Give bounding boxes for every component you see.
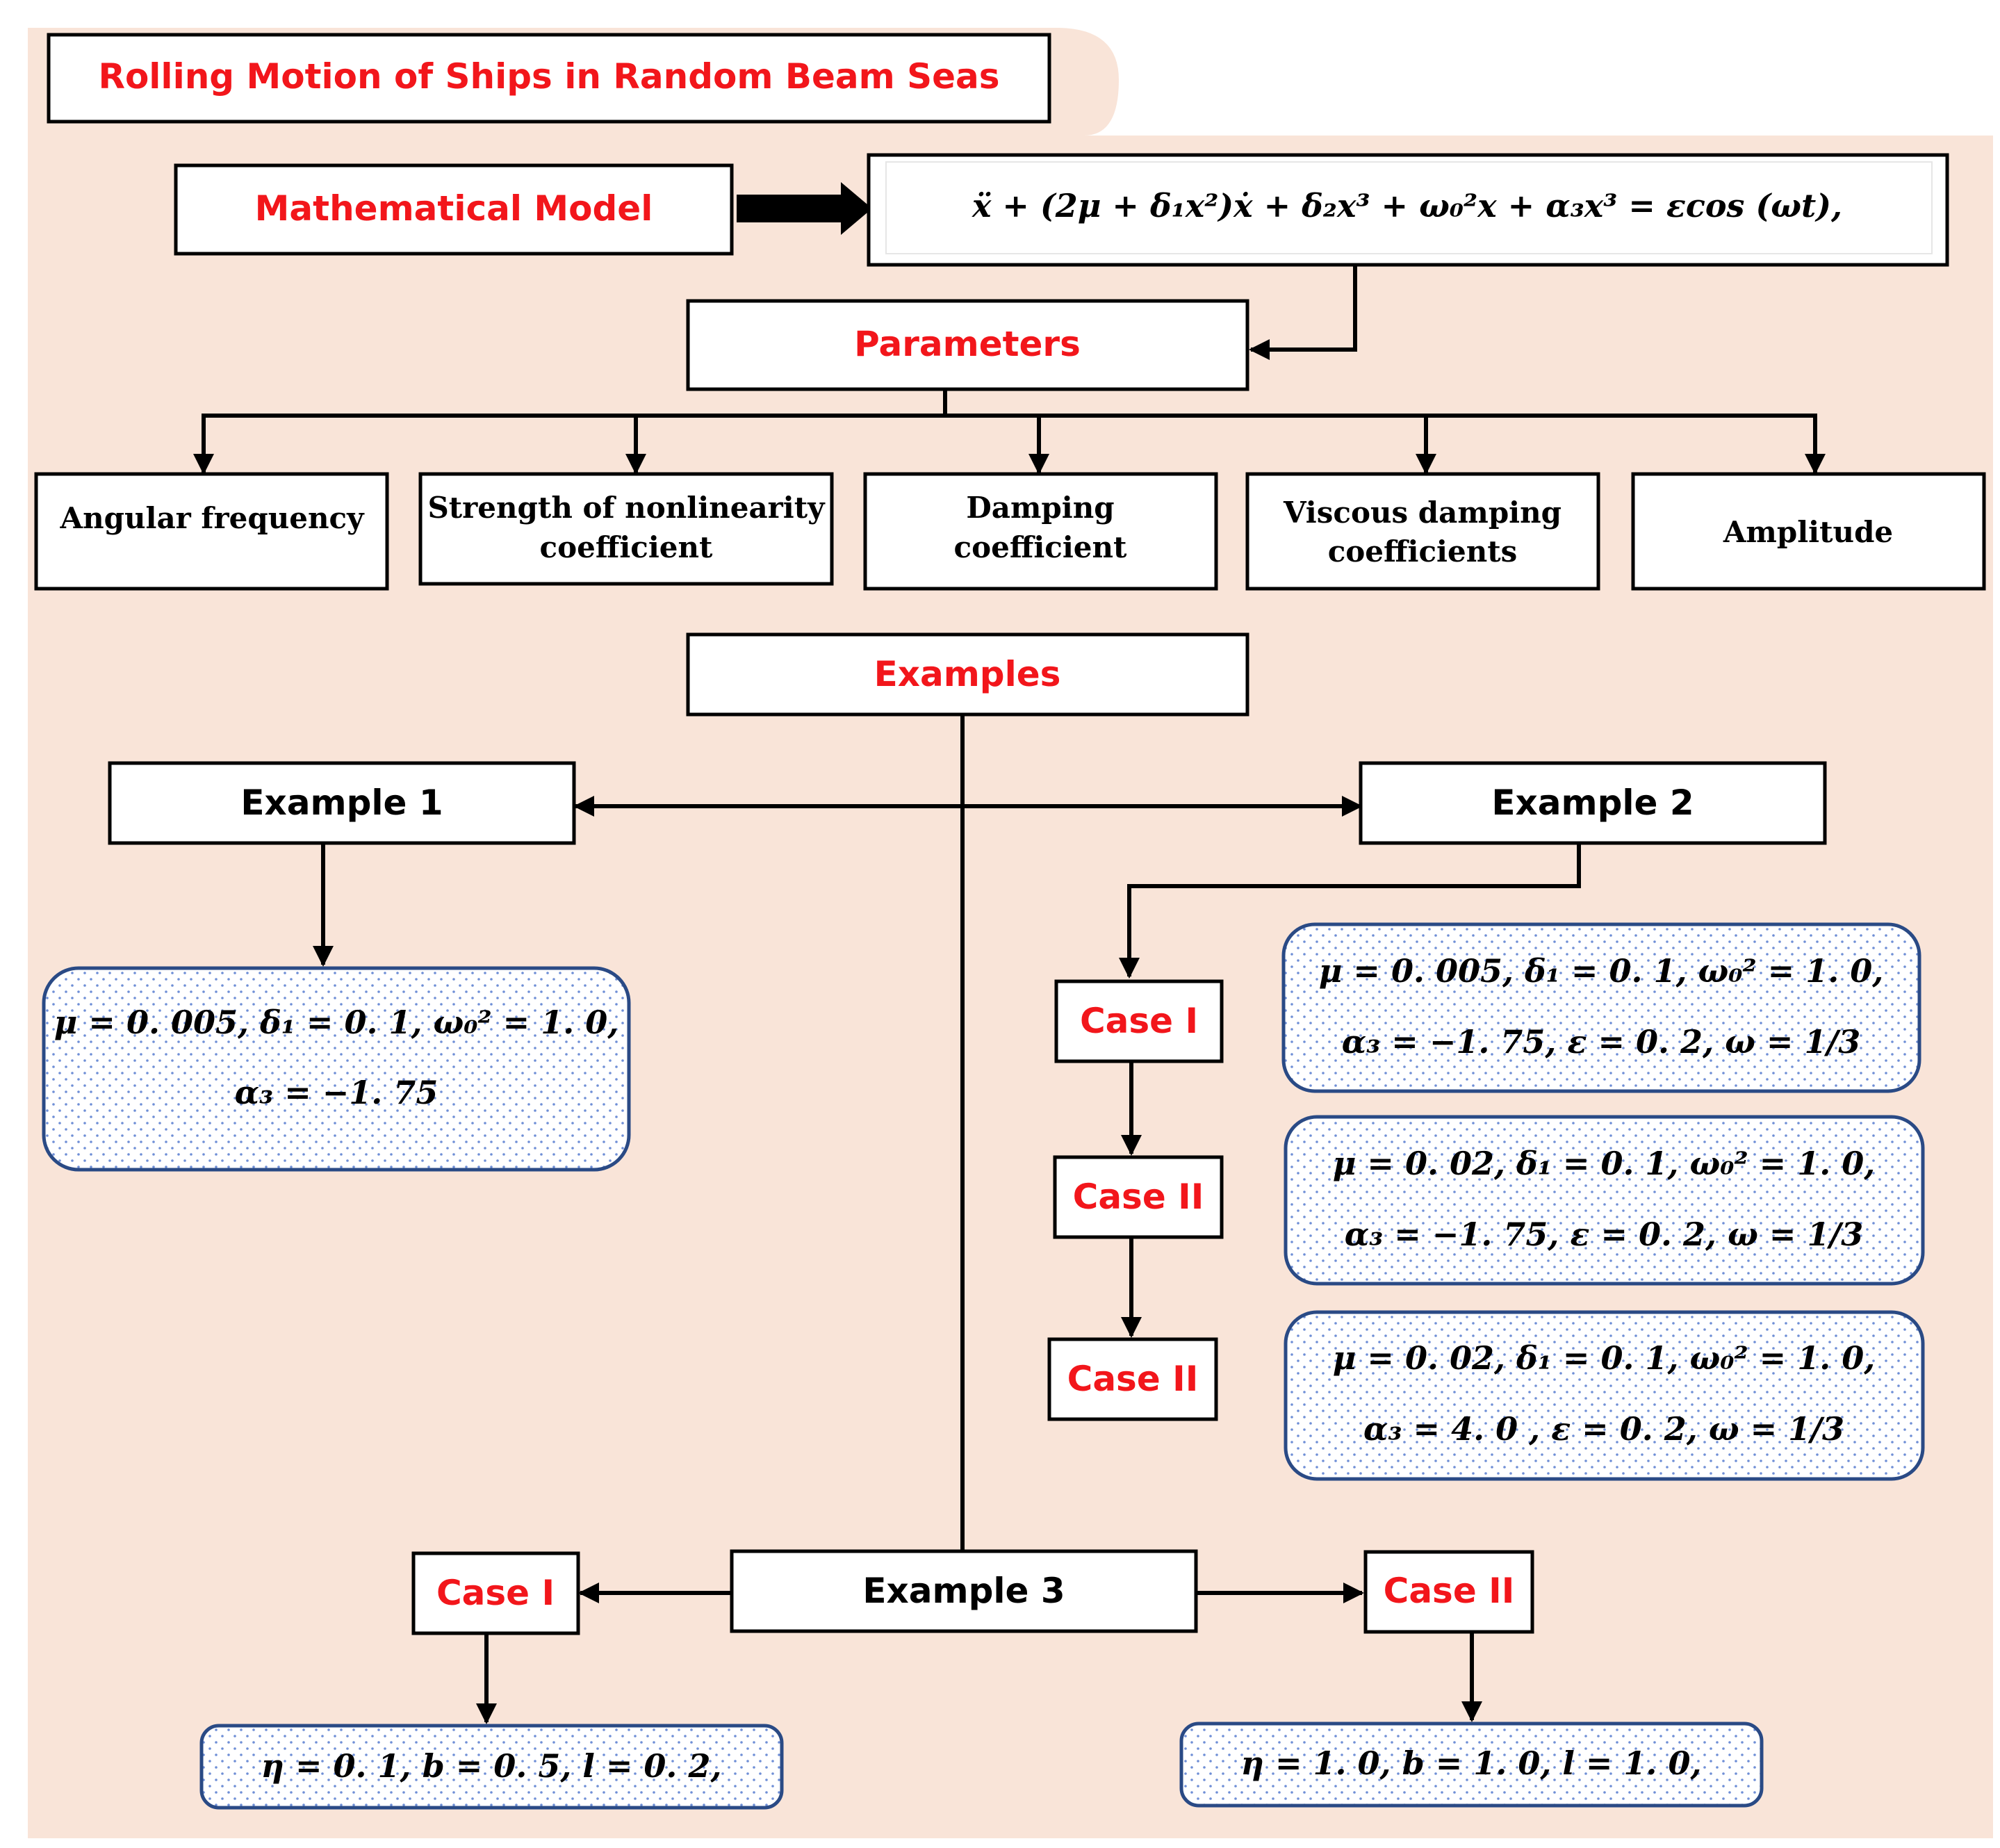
example2-case1-values-line1: μ = 0. 005, δ₁ = 0. 1, ω₀² = 1. 0, [1319,952,1884,990]
example1-values-line2: α₃ = −1. 75 [235,1074,438,1111]
example2-case1-values-line2: α₃ = −1. 75, ε = 0. 2, ω = 1/3 [1342,1023,1861,1061]
model-arrow [737,182,872,235]
parameter-strength-of-nonlinearity: Strength of nonlinearity coefficient [418,472,834,586]
example2-case3-values-line1: μ = 0. 02, δ₁ = 0. 1, ω₀² = 1. 0, [1333,1339,1876,1377]
examples-box [686,632,1249,717]
example3-case1-values-box [199,1724,784,1810]
example3-case1-values: η = 0. 1, b = 0. 5, l = 0. 2, [261,1747,721,1785]
example2-case3-values-box [1284,1310,1925,1481]
example2-case1-values-box [1281,922,1921,1093]
example2-case2-values-line1: μ = 0. 02, δ₁ = 0. 1, ω₀² = 1. 0, [1333,1145,1876,1182]
example3-case1-label: Case I [436,1573,555,1613]
parameter-label-line2: coefficient [954,530,1128,564]
parameters-box [686,299,1249,391]
example1-values-line1: μ = 0. 005, δ₁ = 0. 1, ω₀² = 1. 0, [54,1004,619,1041]
example1-box [108,761,576,845]
parameter-damping-coefficient: Damping coefficient [863,472,1218,591]
example3-box [730,1549,1198,1633]
parameter-amplitude: Amplitude [1631,472,1986,591]
title-box [47,33,1051,124]
parameter-label: Angular frequency [59,501,365,535]
example3-label: Example 3 [862,1571,1065,1611]
example2-case3-values-line2: α₃ = 4. 0 , ε = 0. 2, ω = 1/3 [1363,1410,1844,1448]
example2-case3-label: Case II [1067,1359,1199,1399]
examples-label: Examples [874,654,1061,694]
example3-case2-label: Case II [1384,1571,1515,1611]
equation-text: ẍ + (2μ + δ₁x²)ẋ + δ₂x³ + ω₀²x + α₃x³ = … [972,187,1842,224]
parameter-label-line1: Damping [966,491,1114,525]
example2-case2-values-box [1284,1115,1925,1286]
parameters-label: Parameters [854,324,1081,364]
model-label: Mathematical Model [255,188,653,229]
example2-case1-box [1054,979,1224,1063]
connector-equation-parameters [1249,265,1357,360]
example2-case3-box [1047,1337,1218,1421]
parameter-label-line1: Viscous damping [1283,496,1562,530]
example3-case1-box [411,1551,580,1635]
model-label-box [174,163,734,256]
example2-case2-box [1053,1155,1224,1239]
example1-values-box [42,966,631,1172]
parameter-label-line1: Strength of nonlinearity [427,491,826,525]
example2-box [1359,761,1827,845]
example2-case2-label: Case II [1073,1177,1204,1217]
example3-case2-values-box [1179,1722,1764,1808]
example2-case1-label: Case I [1080,1001,1198,1041]
parameter-angular-frequency: Angular frequency [34,472,389,591]
parameter-label: Amplitude [1723,515,1893,549]
example3-case2-box [1363,1550,1534,1634]
parameter-label-line2: coefficients [1328,534,1518,569]
parameter-label-line2: coefficient [540,530,714,564]
example3-case2-values: η = 1. 0, b = 1. 0, l = 1. 0, [1240,1744,1701,1782]
example1-label: Example 1 [240,783,443,823]
title-text: Rolling Motion of Ships in Random Beam S… [98,56,999,97]
connector-example2-cases [1119,843,1581,979]
example2-label: Example 2 [1491,783,1694,823]
equation-box-inner [885,161,1933,254]
parameter-viscous-damping: Viscous damping coefficients [1245,472,1600,591]
example2-case2-values-line2: α₃ = −1. 75, ε = 0. 2, ω = 1/3 [1345,1216,1864,1253]
